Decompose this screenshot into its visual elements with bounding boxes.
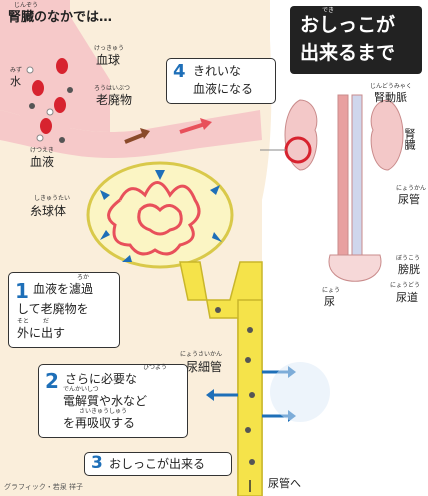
step-1-box: 1 ろか 血液を濾過 して老廃物を そと だ 外に出す bbox=[8, 272, 120, 348]
bladder-label: 膀胱 bbox=[398, 263, 420, 276]
step-1-ruby-0: ろか bbox=[77, 274, 90, 281]
water-ruby: みず bbox=[10, 67, 23, 74]
step-2-ruby-1: でんかいしつ bbox=[63, 386, 99, 393]
waste-ruby: ろうはいぶつ bbox=[94, 85, 131, 92]
water-label: 水 bbox=[10, 75, 21, 88]
step-1-line1: 血液を濾過 bbox=[33, 282, 94, 296]
step-4-box: 4 きれいな 血液になる bbox=[166, 58, 276, 104]
badge-line1: おしっこが bbox=[300, 14, 396, 36]
tubule-particles bbox=[215, 307, 255, 465]
glomerulus-capillaries bbox=[107, 181, 201, 256]
step-4-number: 4 bbox=[173, 61, 186, 82]
bladder-ruby: ぼうこう bbox=[396, 255, 421, 262]
badge-ruby: でき bbox=[322, 7, 335, 14]
step-4-line1: きれいな bbox=[193, 64, 242, 78]
red-blood-cells bbox=[32, 58, 68, 134]
step-3-box: 3 おしっこが出来る bbox=[84, 452, 232, 476]
header-ruby: じんぞう bbox=[14, 2, 39, 9]
tubule-ruby: にょうさいかん bbox=[180, 351, 223, 358]
step-2-ruby-0: ひつよう bbox=[143, 364, 168, 371]
to-ureter-label: 尿管へ bbox=[268, 477, 301, 490]
artery-label: 腎動脈 bbox=[374, 91, 407, 104]
urine-ruby: にょう bbox=[322, 287, 341, 294]
plasma-label: 血液 bbox=[30, 155, 55, 169]
flow-arrow-in bbox=[140, 128, 150, 139]
plasma-ruby: けつえき bbox=[30, 147, 54, 154]
badge-line2: 出来るまで bbox=[300, 42, 396, 64]
tubule-label: 尿細管 bbox=[186, 360, 223, 374]
water-particles bbox=[26, 66, 54, 142]
glomerulus-capsule bbox=[86, 161, 234, 269]
step-1-number: 1 bbox=[15, 279, 29, 303]
title-badge bbox=[290, 6, 422, 74]
step-2-line2: 電解質や水など bbox=[63, 394, 148, 408]
step-4-line2: 血液になる bbox=[193, 82, 254, 96]
ureter-label: 尿管 bbox=[398, 193, 420, 206]
artery-ruby: じんどうみゃく bbox=[370, 83, 412, 90]
step-2-line3: を再吸収する bbox=[63, 416, 136, 430]
step-2-box: 2 ひつよう さらに必要な でんかいしつ 電解質や水など さいきゅうしゅう を再… bbox=[38, 364, 188, 438]
kidney-anatomy bbox=[284, 94, 404, 282]
step-2-line1: さらに必要な bbox=[65, 372, 138, 386]
step-1-ruby-1: そと bbox=[17, 318, 30, 325]
step-1-ruby-2: だ bbox=[43, 318, 50, 325]
urethra-label: 尿道 bbox=[396, 291, 418, 304]
urine-label: 尿 bbox=[324, 295, 335, 308]
step-1-line3: 外に出す bbox=[17, 326, 66, 340]
waste-particles bbox=[29, 87, 73, 143]
credit: グラフィック・若泉 祥子 bbox=[4, 483, 83, 491]
blood-vessel bbox=[0, 110, 262, 158]
waste-label: 老廃物 bbox=[96, 93, 133, 107]
header-title: 腎臓のなかでは… bbox=[8, 10, 113, 25]
step-3-line1: おしっこが出来る bbox=[109, 457, 206, 471]
glomerulus-ruby: しきゅうたい bbox=[34, 195, 71, 202]
ureter-ruby: にょうかん bbox=[396, 185, 427, 192]
blood-cells-label: 血球 bbox=[96, 53, 121, 67]
step-1-line2: して老廃物を bbox=[17, 302, 89, 316]
glomerulus-label: 糸球体 bbox=[30, 204, 67, 218]
step-2-ruby-2: さいきゅうしゅう bbox=[79, 408, 128, 415]
filtration-arrows bbox=[100, 170, 222, 262]
urethra-ruby: にょうどう bbox=[390, 282, 421, 289]
step-3-number: 3 bbox=[91, 453, 103, 473]
flow-arrow-out bbox=[200, 118, 212, 130]
blood-cells-ruby: けっきゅう bbox=[94, 45, 125, 52]
kidney-label: 腎臓 bbox=[403, 128, 416, 150]
step-2-number: 2 bbox=[45, 369, 59, 393]
